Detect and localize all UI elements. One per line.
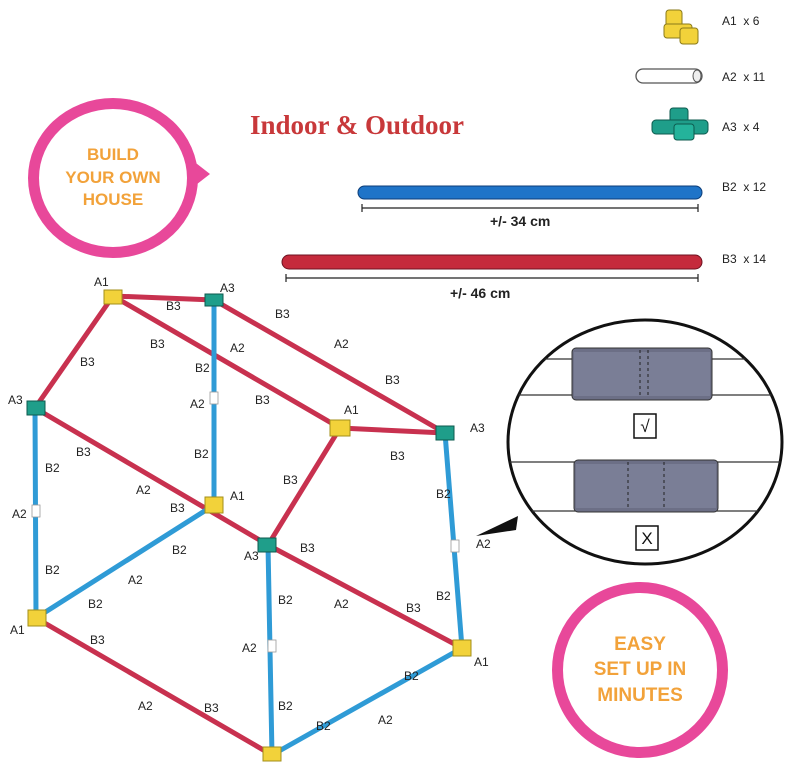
correct-joint-illustration	[571, 347, 713, 401]
label-b2: B2	[316, 719, 331, 733]
label-a2: A2	[334, 597, 349, 611]
a2-joint	[450, 539, 460, 553]
label-b2: B2	[195, 361, 210, 375]
label-a1: A1	[10, 623, 25, 637]
label-b2: B2	[172, 543, 187, 557]
rod-b3-roof-right	[337, 425, 448, 436]
label-b2: B2	[88, 597, 103, 611]
easy-setup-bubble: EASY SET UP IN MINUTES	[552, 582, 728, 758]
label-b3: B3	[90, 633, 105, 647]
correct-mark: √	[640, 417, 650, 436]
legend-a1-text: A1 x 6	[722, 14, 760, 28]
label-b3: B3	[170, 501, 185, 515]
label-a1: A1	[344, 403, 359, 417]
correct-checkbox-icon	[633, 413, 657, 439]
label-b2: B2	[436, 589, 451, 603]
label-b3: B3	[204, 701, 219, 715]
rod-b3-eave-front	[265, 542, 465, 651]
label-b3: B3	[150, 337, 165, 351]
rod-b3-ridge-front	[110, 293, 343, 431]
label-b3: B3	[275, 307, 290, 321]
label-a2: A2	[334, 337, 349, 351]
rod-b2-floor-right	[269, 645, 465, 758]
label-a1: A1	[94, 275, 109, 289]
rod-b2-floor-back	[33, 502, 217, 621]
label-b2: B2	[436, 487, 451, 501]
label-a2: A2	[138, 699, 153, 713]
connector-a3-icon	[26, 400, 46, 416]
build-bubble-text: BUILD YOUR OWN HOUSE	[65, 144, 161, 210]
label-b2: B2	[278, 593, 293, 607]
build-your-own-house-bubble: BUILD YOUR OWN HOUSE	[28, 98, 198, 258]
rod-b3-top-left	[110, 293, 217, 303]
label-b3: B3	[80, 355, 95, 369]
label-b3: B3	[76, 445, 91, 459]
page-title: Indoor & Outdoor	[250, 110, 465, 140]
rod-b3-roof-left	[32, 293, 116, 411]
rod-b3-eave-left	[32, 405, 271, 548]
connection-inset: √ X	[476, 318, 784, 566]
label-b2: B2	[45, 461, 60, 475]
b2-length-label: +/- 34 cm	[490, 213, 551, 229]
rod-b3-floor-left	[33, 615, 275, 758]
label-b3: B3	[283, 473, 298, 487]
connector-a1-icon	[103, 289, 123, 305]
connector-a1-icon	[204, 496, 224, 514]
legend-b3-rod-icon	[281, 254, 703, 282]
wrong-checkbox-icon	[635, 525, 659, 551]
wrong-mark: X	[641, 529, 652, 548]
label-a2: A2	[190, 397, 205, 411]
label-a1: A1	[474, 655, 489, 669]
inset-pointer	[476, 516, 518, 536]
label-a3: A3	[8, 393, 23, 407]
label-a3: A3	[470, 421, 485, 435]
connector-a3-icon	[435, 425, 455, 441]
legend-a3-icon	[651, 107, 709, 141]
a2-joint	[31, 504, 41, 518]
label-b2: B2	[194, 447, 209, 461]
easy-bubble-text: EASY SET UP IN MINUTES	[593, 633, 687, 706]
label-b3: B3	[390, 449, 405, 463]
build-bubble-tail	[192, 160, 210, 188]
label-b3: B3	[385, 373, 400, 387]
label-a1: A1	[230, 489, 245, 503]
legend-a2-text: A2 x 11	[722, 70, 766, 84]
legend-a1-icon	[663, 9, 699, 45]
label-b2: B2	[45, 563, 60, 577]
label-b2: B2	[404, 669, 419, 683]
label-a2: A2	[476, 537, 491, 551]
legend-b3-text: B3 x 14	[722, 252, 767, 266]
legend-a3-text: A3 x 4	[722, 120, 760, 134]
rod-b3-ridge-back	[211, 297, 448, 436]
label-b3: B3	[255, 393, 270, 407]
label-b2: B2	[278, 699, 293, 713]
wrong-joint-illustration	[573, 459, 719, 513]
a2-joint	[209, 391, 219, 405]
connector-a1-icon	[27, 609, 47, 627]
legend-b2-rod-icon	[357, 185, 703, 212]
rod-b3-roof-front	[265, 425, 343, 548]
connector-a1-icon	[329, 419, 351, 437]
connector-a3-icon	[204, 293, 224, 307]
legend-a2-icon	[635, 68, 703, 84]
label-a2: A2	[128, 573, 143, 587]
label-a2: A2	[230, 341, 245, 355]
label-b3: B3	[166, 299, 181, 313]
connectors	[26, 289, 472, 762]
connector-a3-icon	[257, 537, 277, 553]
label-a3: A3	[244, 549, 259, 563]
connector-a1-icon	[262, 746, 282, 762]
label-b3: B3	[300, 541, 315, 555]
label-a2: A2	[12, 507, 27, 521]
label-b3: B3	[406, 601, 421, 615]
label-a2: A2	[136, 483, 151, 497]
label-a2: A2	[378, 713, 393, 727]
a2-joint	[267, 639, 277, 653]
b3-length-label: +/- 46 cm	[450, 285, 511, 301]
connector-a1-icon	[452, 639, 472, 657]
label-a3: A3	[220, 281, 235, 295]
legend-b2-text: B2 x 12	[722, 180, 767, 194]
label-a2: A2	[242, 641, 257, 655]
